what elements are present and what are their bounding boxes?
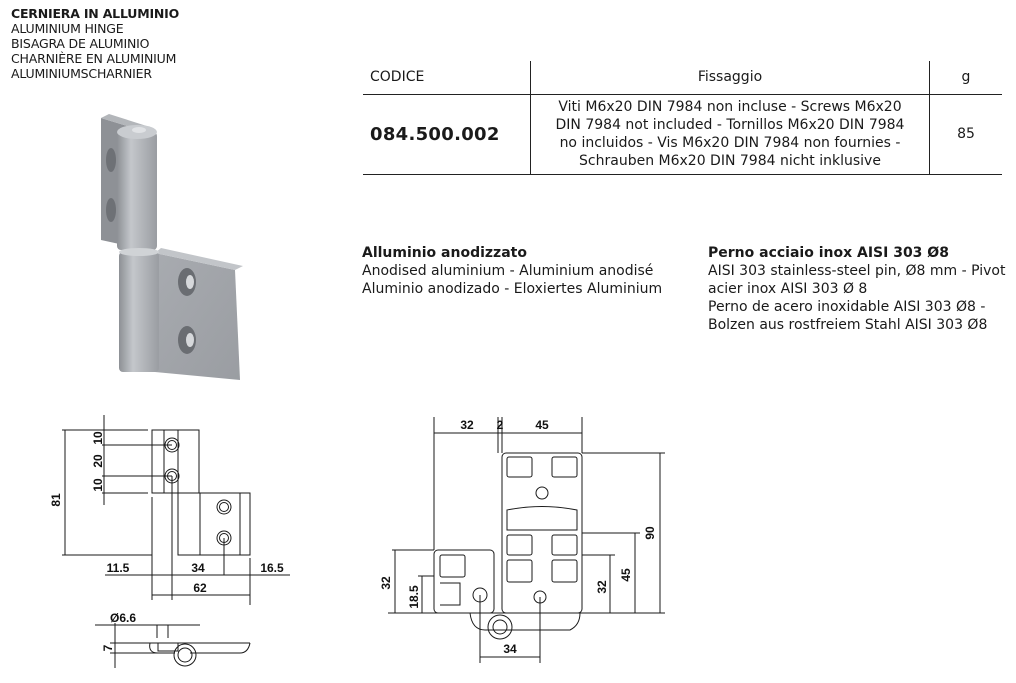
dim-32-top: 32 [460,418,474,432]
table-header-row: CODICE Fissaggio g [363,61,1002,94]
dim-thickness: 7 [101,644,115,651]
material-info: Alluminio anodizzato Anodised aluminium … [362,244,692,298]
header-codice: CODICE [363,61,531,94]
dim-2: 2 [497,418,504,432]
dim-hole-diameter: Ø6.6 [110,611,136,625]
product-weight: 85 [957,126,975,142]
product-code: 084.500.002 [370,123,500,145]
dim-10-top: 10 [91,431,105,445]
dim-11-5: 11.5 [107,561,130,575]
title-french: CHARNIÈRE EN ALUMINIUM [11,51,177,66]
dim-34: 34 [191,561,205,575]
dim-90: 90 [643,526,657,540]
pin-info: Perno acciaio inox AISI 303 Ø8 AISI 303 … [708,244,1016,334]
pin-line: acier inox AISI 303 Ø 8 [708,281,868,297]
pin-line: AISI 303 stainless-steel pin, Ø8 mm - Pi… [708,263,1006,279]
material-line: Anodised aluminium - Aluminium anodisé [362,263,654,279]
title-english: ALUMINIUM HINGE [11,21,124,36]
dim-45-top: 45 [535,418,549,432]
dim-20: 20 [91,454,105,468]
dim-16-5: 16.5 [260,561,284,575]
header-weight: g [961,69,971,86]
dim-62: 62 [193,581,207,595]
dim-32-left: 32 [379,576,393,590]
dim-45-right: 45 [619,568,633,582]
hinge-render-image [101,114,243,380]
table-row: 084.500.002 Viti M6x20 DIN 7984 non incl… [363,94,1002,174]
dim-34-bottom: 34 [503,642,517,656]
pin-line: Perno de acero inoxidable AISI 303 Ø8 - [708,299,986,315]
fixing-line: Viti M6x20 DIN 7984 non incluse - Screws… [558,99,902,115]
side-view-drawing: Ø6.6 7 [95,611,251,668]
dim-10-bottom: 10 [91,478,105,492]
dim-18-5: 18.5 [407,585,421,609]
dim-81: 81 [49,493,63,507]
header-fissaggio: Fissaggio [530,61,930,94]
material-line: Aluminio anodizado - Eloxiertes Aluminiu… [362,281,663,297]
dim-32-right: 32 [595,580,609,594]
pin-line: Bolzen aus rostfreiem Stahl AISI 303 Ø8 [708,317,988,333]
fixing-line: Schrauben M6x20 DIN 7984 nicht inklusive [579,153,881,169]
fixing-line: no incluidos - Vis M6x20 DIN 7984 non fo… [559,135,901,151]
pin-title: Perno acciaio inox AISI 303 Ø8 [708,245,949,261]
product-title-block: CERNIERA IN ALLUMINIO ALUMINIUM HINGE BI… [11,6,179,81]
title-italian: CERNIERA IN ALLUMINIO [11,6,180,21]
fixing-description: Viti M6x20 DIN 7984 non incluse - Screws… [530,94,930,174]
front-view-drawing: 81 10 20 10 11.5 34 16.5 62 [49,415,290,605]
material-title: Alluminio anodizzato [362,245,527,261]
title-spanish: BISAGRA DE ALUMINIO [11,36,150,51]
fixing-line: DIN 7984 not included - Tornillos M6x20 … [555,117,905,133]
title-german: ALUMINIUMSCHARNIER [11,66,152,81]
profile-view-drawing: 32 2 45 90 45 32 32 18.5 34 [379,417,665,663]
product-code-table: CODICE Fissaggio g 084.500.002 Viti M6x2… [363,61,1002,175]
